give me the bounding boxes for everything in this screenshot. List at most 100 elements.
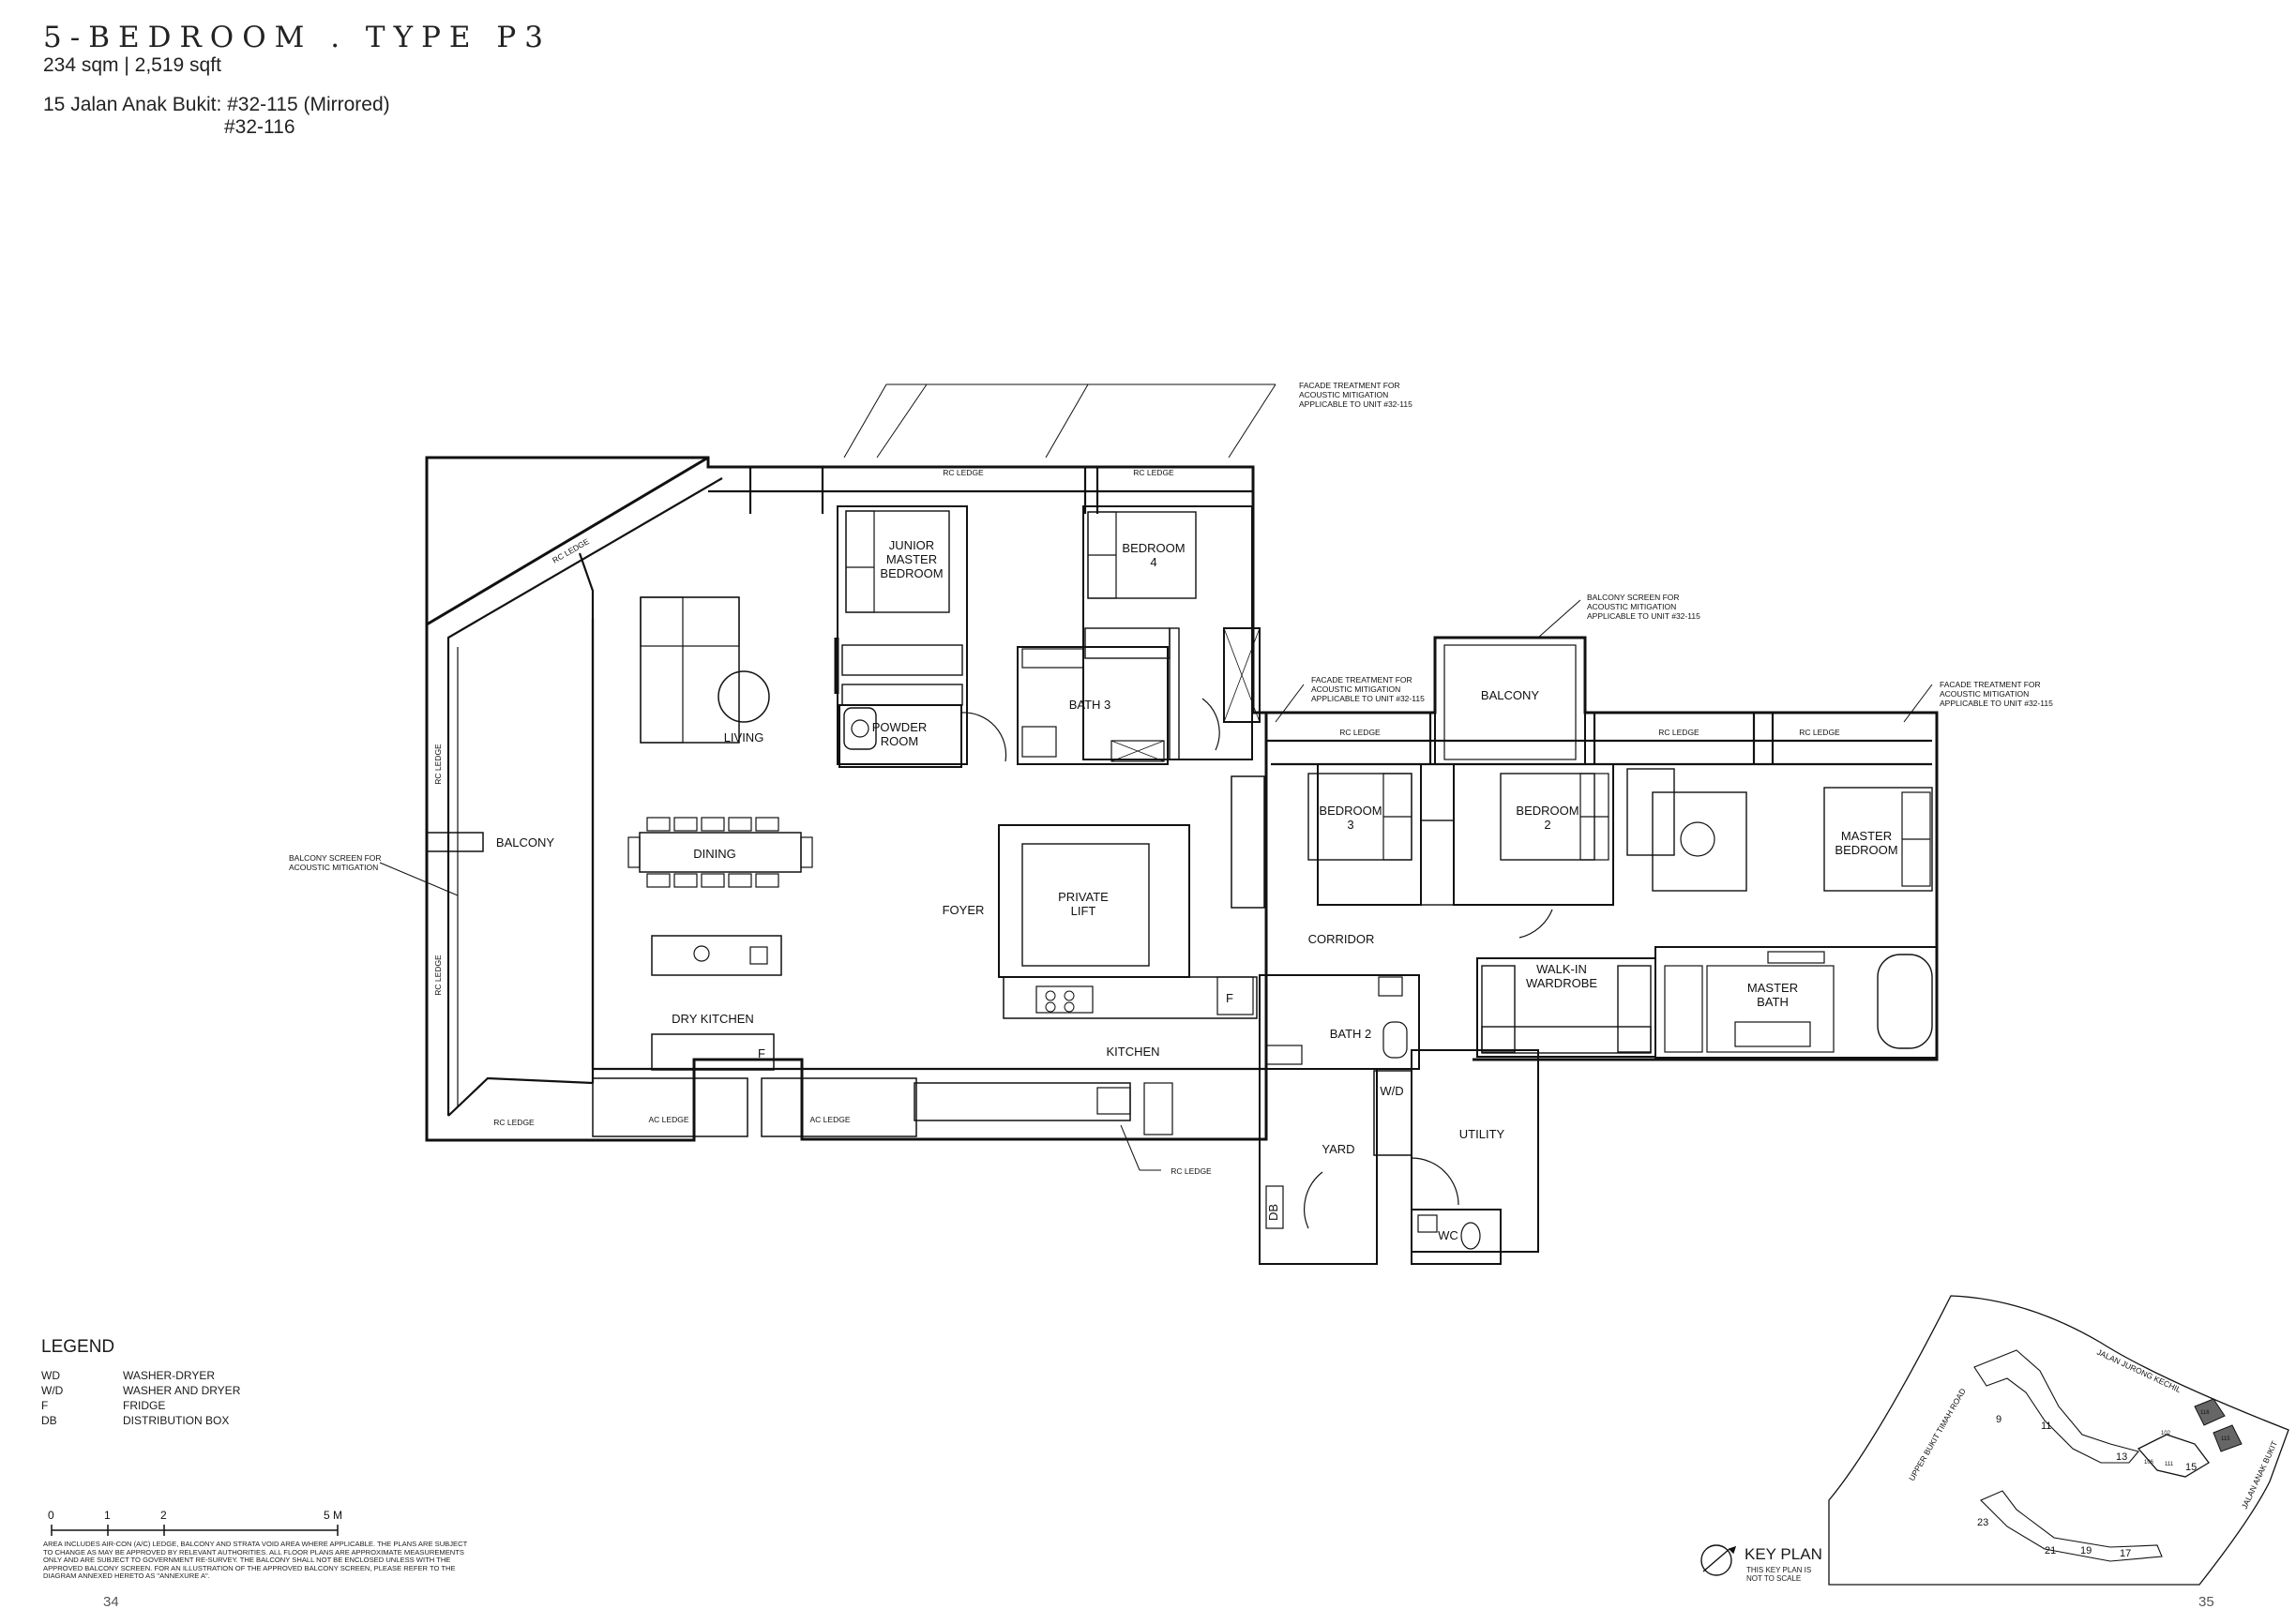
north-arrow-icon [1700, 1544, 1737, 1576]
room-label: DRY KITCHEN [672, 1012, 754, 1026]
yard [1259, 1068, 1378, 1265]
living-round-table [718, 670, 770, 723]
ledge-label: RC LEDGE [1799, 728, 1840, 737]
bedroom-2 [1453, 763, 1614, 906]
annotation-text: APPLICABLE TO UNIT #32-115 [1299, 399, 1412, 409]
room-label: MASTER [1841, 829, 1892, 843]
living-sofa [640, 596, 740, 744]
ledge-label: RC LEDGE [943, 468, 984, 477]
annotation-text: ACOUSTIC MITIGATION [1587, 602, 1676, 611]
room-label: BALCONY [496, 835, 554, 850]
room-label: BEDROOM [1319, 804, 1382, 818]
room-label: ROOM [881, 734, 918, 748]
room-label: WALK-IN [1536, 962, 1587, 976]
room-label: JUNIOR [889, 538, 934, 552]
legend-value: WASHER AND DRYER [123, 1384, 241, 1397]
annotation-text: APPLICABLE TO UNIT #32-115 [1311, 694, 1425, 703]
room-label: 2 [1544, 818, 1550, 832]
unit-address: 15 Jalan Anak Bukit: #32-115 (Mirrored) [43, 94, 390, 115]
legend-value: DISTRIBUTION BOX [123, 1414, 230, 1427]
ledge-label: RC LEDGE [1133, 468, 1174, 477]
key-plan-note-line: THIS KEY PLAN IS [1746, 1566, 1812, 1574]
room-label: W/D [1380, 1084, 1403, 1098]
key-plan [1828, 1295, 2289, 1586]
block-number: 19 [2080, 1545, 2092, 1556]
master-bath [1654, 946, 1938, 1059]
legend-table: WD WASHER-DRYER W/D WASHER AND DRYER F F… [41, 1369, 240, 1429]
legend-value: FRIDGE [123, 1399, 166, 1412]
kitchen-island [651, 935, 782, 976]
ledge-label: AC LEDGE [649, 1115, 689, 1124]
room-label: LIVING [724, 730, 764, 744]
key-plan-note-line: NOT TO SCALE [1746, 1574, 1802, 1583]
room-label: POWDER [872, 720, 928, 734]
room-label: BEDROOM [1516, 804, 1578, 818]
ledge-label: RC LEDGE [433, 744, 443, 785]
legend-row: F FRIDGE [41, 1399, 240, 1414]
annotation-text: FACADE TREATMENT FOR [1940, 680, 2041, 689]
key-plan-highlight [2194, 1398, 2243, 1452]
ledge-label: AC LEDGE [810, 1115, 851, 1124]
block-number: 13 [2116, 1451, 2127, 1463]
room-label: MASTER [1747, 981, 1798, 995]
ledge-label: RC LEDGE [1171, 1166, 1212, 1176]
legend-value: WASHER-DRYER [123, 1369, 216, 1382]
room-label: UTILITY [1459, 1127, 1505, 1141]
room-label: BATH [1757, 995, 1789, 1009]
unit-address-second: #32-116 [224, 116, 295, 138]
room-label: BEDROOM [1835, 843, 1897, 857]
annotation-text: FACADE TREATMENT FOR [1299, 381, 1400, 390]
scale-tick: 0 [48, 1509, 54, 1522]
block-number: 21 [2045, 1545, 2056, 1556]
page-number-right: 35 [2198, 1594, 2214, 1610]
legend-key: W/D [41, 1384, 64, 1397]
room-label: BATH 2 [1330, 1027, 1372, 1041]
block-number: 116 [2200, 1410, 2210, 1416]
room-label: CORRIDOR [1308, 932, 1375, 946]
ledge-label: RC LEDGE [1339, 728, 1381, 737]
scale-bar [51, 1525, 339, 1536]
annotation-text: ACOUSTIC MITIGATION [1311, 684, 1400, 694]
legend-row: WD WASHER-DRYER [41, 1369, 240, 1384]
room-label: MASTER [886, 552, 937, 566]
block-number: 11 [2041, 1421, 2051, 1432]
utility [1411, 1049, 1539, 1253]
annotation-text: FACADE TREATMENT FOR [1311, 675, 1412, 684]
road-label: UPPER BUKIT TIMAH ROAD [1907, 1387, 1968, 1482]
legend-key: F [41, 1399, 49, 1412]
scale-tick: 1 [104, 1509, 111, 1522]
room-label: YARD [1322, 1142, 1354, 1156]
room-label: DB [1266, 1204, 1280, 1221]
room-label: BALCONY [1481, 688, 1539, 702]
block-number: 9 [1996, 1414, 2001, 1425]
block-number: 17 [2120, 1548, 2131, 1559]
room-label: F [758, 1046, 765, 1060]
room-label: DINING [693, 847, 736, 861]
annotation-text: ACOUSTIC MITIGATION [1299, 390, 1388, 399]
legend-row: DB DISTRIBUTION BOX [41, 1414, 240, 1429]
key-plan-note: THIS KEY PLAN IS NOT TO SCALE [1746, 1566, 1811, 1583]
room-label: PRIVATE [1058, 890, 1109, 904]
scale-tick: 5 M [324, 1509, 342, 1522]
block-number: 111 [2165, 1462, 2174, 1467]
block-number: 15 [2185, 1462, 2197, 1473]
legend-title: LEGEND [41, 1337, 115, 1357]
junior-master-bedroom [837, 505, 968, 765]
ledge-label: RC LEDGE [433, 955, 443, 996]
bedroom-3 [1317, 763, 1422, 906]
room-label: BATH 3 [1069, 698, 1111, 712]
ledge-label: RC LEDGE [551, 536, 591, 565]
road-label: JALAN JURONG KECHIL [2095, 1347, 2183, 1394]
room-label: LIFT [1071, 904, 1096, 918]
ledge-label: RC LEDGE [493, 1118, 535, 1127]
room-label: F [1226, 991, 1233, 1005]
key-plan-label: KEY PLAN [1745, 1545, 1822, 1563]
master-bedroom [1823, 787, 1933, 892]
annotation-text: ACOUSTIC MITIGATION [1940, 689, 2029, 699]
room-label: WC [1438, 1228, 1458, 1242]
legend: LEGEND WD WASHER-DRYER W/D WASHER AND DR… [41, 1337, 240, 1429]
room-label: 4 [1150, 555, 1156, 569]
legend-row: W/D WASHER AND DRYER [41, 1384, 240, 1399]
key-plan-labels: JALAN JURONG KECHIL UPPER BUKIT TIMAH RO… [1907, 1347, 2279, 1559]
